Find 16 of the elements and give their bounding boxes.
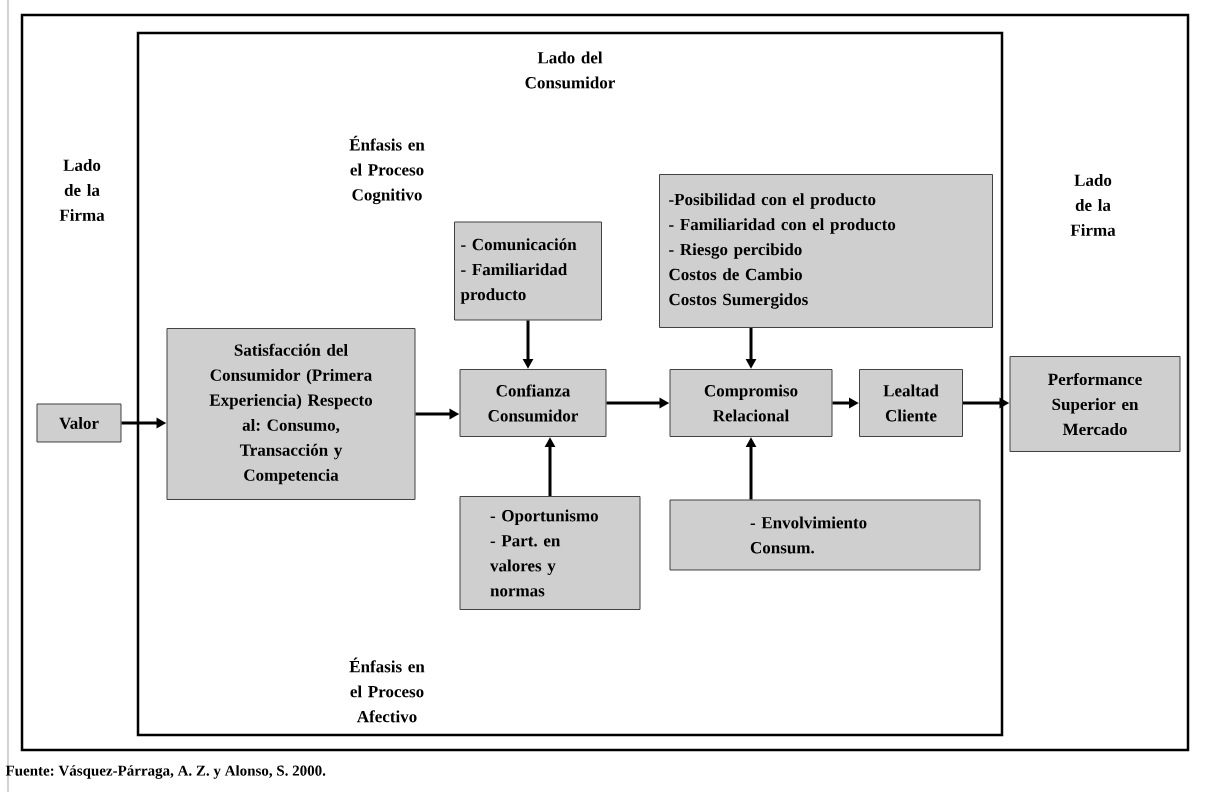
side-label: Énfasis en el Proceso Afectivo bbox=[349, 657, 425, 723]
heading-text: Lado del Consumidor bbox=[525, 51, 615, 89]
list-box: - Oportunismo - Part. en valores y normas bbox=[459, 496, 641, 610]
list-box: - Envolvimiento Consum. bbox=[669, 499, 981, 571]
side-label: Lado de la Firma bbox=[59, 159, 105, 221]
process-box: Lealtad Cliente bbox=[859, 369, 963, 437]
side-label: Énfasis en el Proceso Cognitivo bbox=[349, 135, 425, 205]
process-box: Confianza Consumidor bbox=[459, 369, 607, 437]
list-box: - Comunicación - Familiaridad producto bbox=[454, 221, 602, 321]
source-caption: Fuente: Vásquez-Párraga, A. Z. y Alonso, S. 2000. bbox=[5, 765, 326, 779]
side-label: Lado de la Firma bbox=[1070, 174, 1116, 236]
process-box: Compromiso Relacional bbox=[669, 369, 833, 437]
process-box: Satisfacción del Consumidor (Primera Experiencia) Respecto al: Consumo, Transacción y Competencia bbox=[166, 328, 416, 500]
process-box: Valor bbox=[36, 403, 122, 443]
process-box: Performance Superior en Mercado bbox=[1009, 356, 1181, 452]
list-box: -Posibilidad con el producto - Familiaridad con el producto - Riesgo percibido Costos de Cambio Costos Sumergidos bbox=[659, 174, 993, 328]
